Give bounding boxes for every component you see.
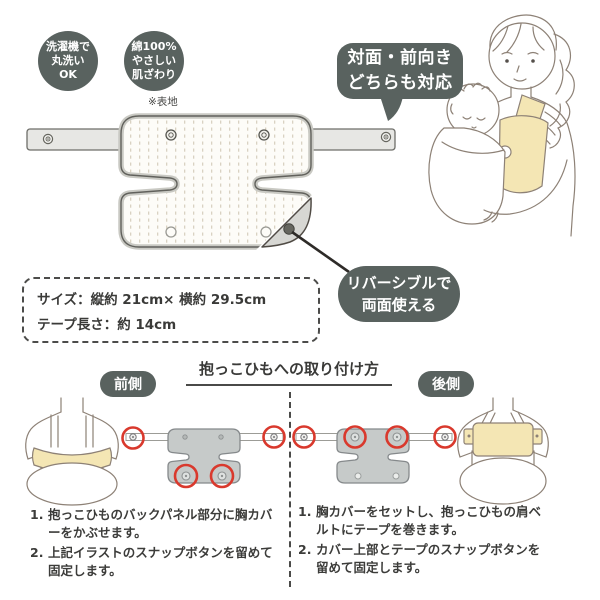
- reversible-bubble-line: リバーシブルで: [346, 273, 452, 292]
- direction-bubble-tail: [380, 96, 403, 121]
- back-step-1: 1. 胸カバーをセットし、抱っこひもの肩ベルトにテープを巻きます。: [298, 503, 550, 539]
- strap-snap-right: [380, 131, 392, 143]
- direction-bubble: 対面・前向き どちらも対応: [337, 43, 463, 99]
- front-instructions: 1. 抱っこひものバックパネル部分に胸カバーをかぶせます。 2. 上記イラストの…: [30, 506, 280, 583]
- section-divider: [289, 392, 291, 587]
- back-instructions: 1. 胸カバーをセットし、抱っこひもの肩ベルトにテープを巻きます。 2. カバー…: [298, 503, 550, 580]
- cotton-badge-line: やさしい: [132, 53, 176, 67]
- front-side-label: 前側: [100, 371, 156, 397]
- direction-bubble-line: 対面・前向き: [347, 48, 453, 69]
- cotton-badge-line: 綿100%: [131, 39, 177, 53]
- tape-length-line: テープ長さ：約 14cm: [37, 316, 177, 333]
- step-number: 1.: [30, 507, 44, 522]
- step-text: 上記イラストのスナップボタンを留めて固定します。: [48, 545, 273, 579]
- step-text: 胸カバーをセットし、抱っこひもの肩ベルトにテープを巻きます。: [316, 504, 542, 538]
- product-panel: [121, 116, 350, 274]
- cotton-badge-line: 肌ざわり: [132, 68, 176, 82]
- step-number: 2.: [298, 542, 312, 558]
- back-step-2: 2. カバー上部とテープのスナップボタンを留めて固定します。: [298, 541, 550, 577]
- back-torso-illustration: [457, 397, 549, 505]
- cotton-note: ※表地: [148, 96, 178, 108]
- reversible-pointer-line: [291, 230, 350, 274]
- washable-badge-line: 丸洗い: [51, 53, 85, 67]
- back-snap-highlights: [292, 425, 457, 449]
- attach-section-title: 抱っこひもへの取り付け方: [186, 358, 392, 386]
- washable-badge-line: 洗濯機で: [46, 39, 90, 53]
- washable-badge-line: OK: [59, 68, 77, 82]
- strap-snap-left: [42, 133, 54, 145]
- step-number: 2.: [30, 545, 44, 561]
- back-side-label: 後側: [418, 371, 474, 397]
- step-text: カバー上部とテープのスナップボタンを留めて固定します。: [316, 542, 541, 576]
- front-step-1: 1. 抱っこひものバックパネル部分に胸カバーをかぶせます。: [30, 506, 280, 542]
- direction-bubble-line: どちらも対応: [347, 73, 453, 93]
- step-text: 抱っこひものバックパネル部分に胸カバーをかぶせます。: [48, 507, 273, 541]
- washable-badge: 洗濯機で 丸洗い OK: [38, 31, 98, 91]
- folded-corner: [256, 189, 318, 250]
- front-snap-highlights: [121, 425, 286, 489]
- size-info-box: サイズ：縦約 21cm× 横約 29.5cm テープ長さ：約 14cm: [22, 277, 320, 343]
- panel-top-snaps: [165, 129, 270, 141]
- front-step-2: 2. 上記イラストのスナップボタンを留めて固定します。: [30, 544, 280, 580]
- size-line: サイズ：縦約 21cm× 横約 29.5cm: [37, 291, 267, 308]
- reversible-bubble-line: 両面使える: [361, 296, 437, 314]
- chest-cover-back: [472, 422, 534, 457]
- back-attach-diagram: [292, 425, 457, 484]
- cotton-badge: 綿100% やさしい 肌ざわり: [124, 31, 184, 91]
- front-attach-diagram: [121, 425, 286, 489]
- front-torso-illustration: [25, 397, 119, 506]
- step-number: 1.: [298, 504, 312, 519]
- panel-bottom-snaps: [165, 226, 272, 238]
- reversible-bubble: リバーシブルで 両面使える: [338, 266, 460, 322]
